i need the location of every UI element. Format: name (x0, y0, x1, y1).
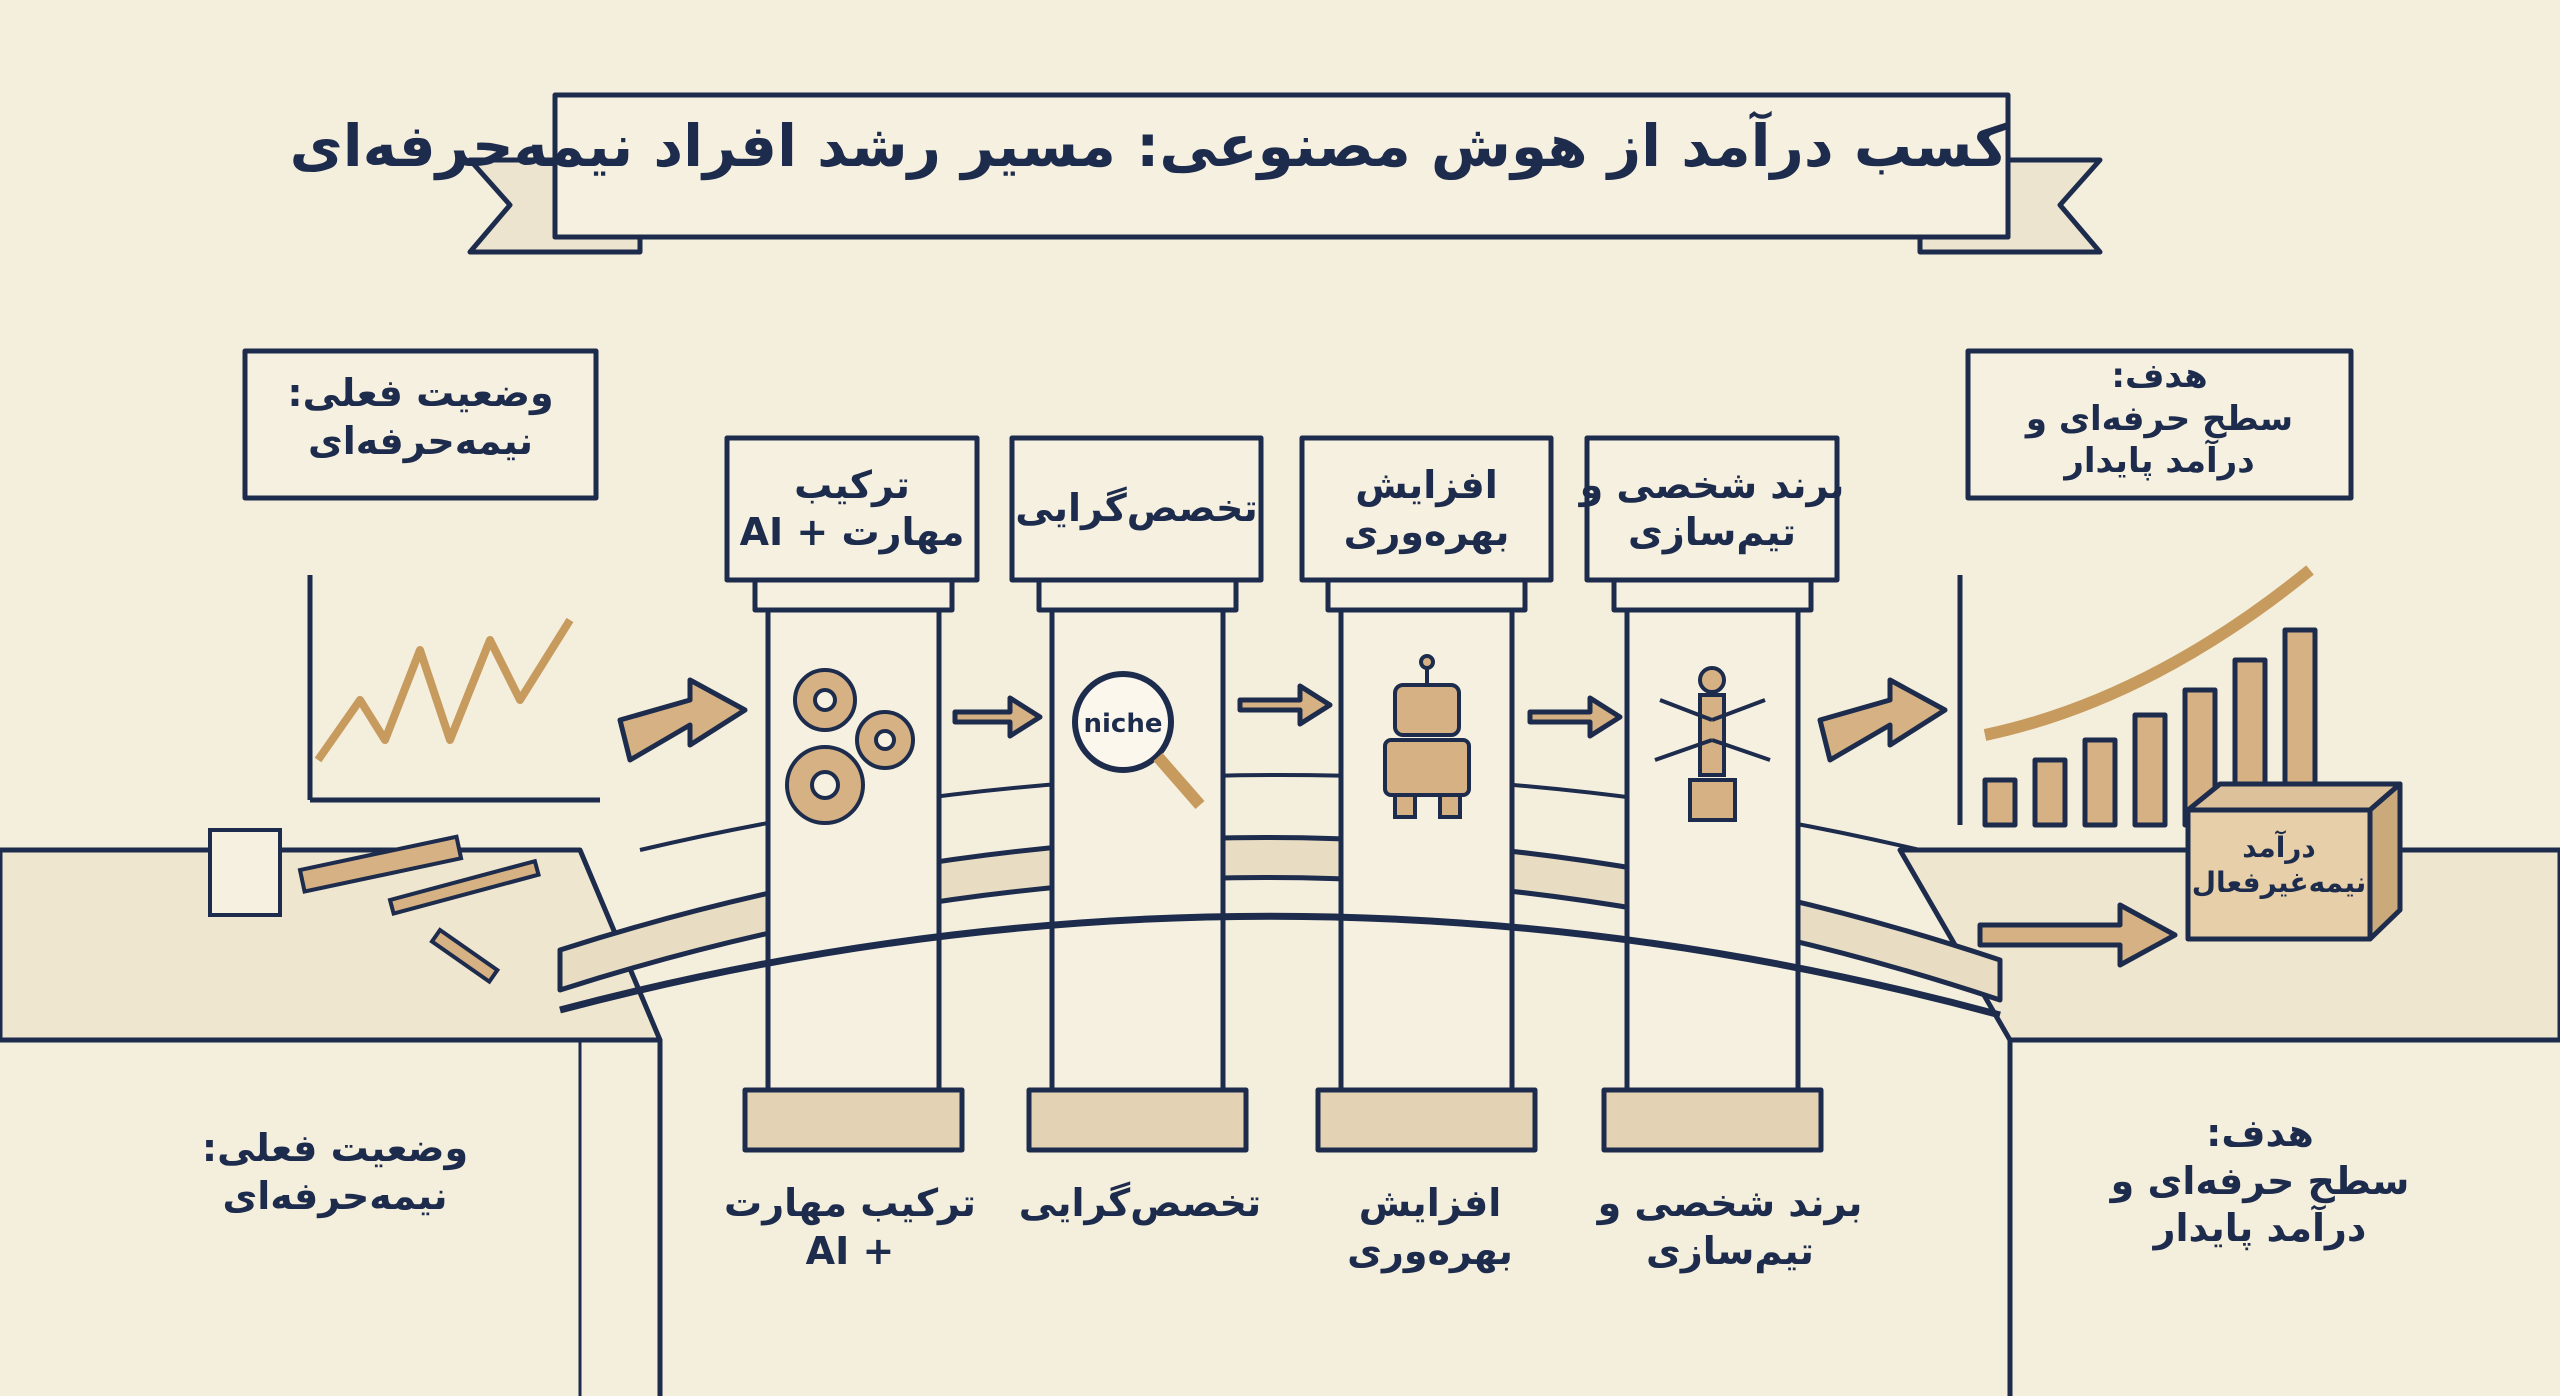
title-banner (467, 92, 2103, 255)
income-box-line2: نیمه‌غیرفعال (2191, 866, 2367, 899)
income-box-shape (2185, 781, 2403, 942)
person-network-icon (1654, 666, 1771, 822)
income-box-line1: درآمد (2242, 831, 2316, 864)
bridge-front-edge (559, 912, 2001, 1019)
pillar-label-4: برند شخصی و تیم‌سازی (1570, 1180, 1890, 1275)
pillar-label-2-line1: تخصص‌گرایی (1018, 1181, 1262, 1225)
start-box-frame (242, 348, 599, 501)
income-box: درآمد نیمه‌غیرفعال (2188, 830, 2370, 900)
pillar-1 (742, 577, 965, 1153)
tools-icon (208, 828, 541, 985)
pillar-cap-3: افزایش بهره‌وری (1302, 438, 1551, 580)
flow-arrows (617, 677, 2178, 968)
start-box-line2: نیمه‌حرفه‌ای (307, 418, 534, 463)
pillar-cap-1-line2: مهارت + AI (739, 510, 965, 554)
goal-label-line1: هدف: (2206, 1111, 2314, 1155)
pillar-label-1-line1: ترکیب مهارت (724, 1181, 976, 1225)
niche-text: niche (1084, 709, 1163, 739)
goal-box-line1: هدف: (2111, 356, 2208, 396)
pillar-cap-3-line1: افزایش (1355, 462, 1498, 507)
left-table (0, 847, 663, 1396)
magnifier-niche-icon: niche (1072, 671, 1205, 809)
pillar-cap-2: تخصص‌گرایی (1012, 438, 1261, 580)
pillar-label-4-line2: تیم‌سازی (1646, 1228, 1814, 1273)
pillar-label-1-line2: + AI (805, 1228, 895, 1273)
goal-box-line3: درآمد پایدار (2064, 441, 2255, 481)
start-label-line1: وضعیت فعلی: (201, 1126, 469, 1170)
pillar-label-3-line1: افزایش (1358, 1181, 1502, 1225)
pillar-cap-2-line1: تخصص‌گرایی (1015, 486, 1258, 531)
goal-label: هدف: سطح حرفه‌ای و درآمد پایدار (2080, 1110, 2440, 1253)
start-box-line1: وضعیت فعلی: (287, 371, 554, 415)
pillar-label-1: ترکیب مهارت + AI (700, 1180, 1000, 1275)
pillar-cap-4: برند شخصی و تیم‌سازی (1580, 438, 1845, 580)
goal-label-line3: درآمد پایدار (2153, 1206, 2367, 1250)
pillar-4 (1601, 577, 1824, 1153)
pillar-label-3-line2: بهره‌وری (1347, 1228, 1513, 1273)
start-box: وضعیت فعلی: نیمه‌حرفه‌ای (245, 370, 596, 465)
pillar-cap-4-line1: برند شخصی و (1579, 462, 1845, 507)
pillar-label-3: افزایش بهره‌وری (1280, 1180, 1580, 1275)
pillars (724, 435, 1840, 1153)
goal-box-line2: سطح حرفه‌ای و (2025, 398, 2294, 439)
pillar-cap-3-line2: بهره‌وری (1343, 510, 1510, 554)
pillar-cap-1-line1: ترکیب (794, 462, 910, 507)
left-line-chart (307, 575, 600, 803)
goal-label-line2: سطح حرفه‌ای و (2110, 1158, 2410, 1203)
start-label-line2: نیمه‌حرفه‌ای (222, 1173, 448, 1218)
goal-box-frame (1965, 348, 2354, 501)
pillar-label-4-line1: برند شخصی و (1597, 1181, 1863, 1225)
goal-box: هدف: سطح حرفه‌ای و درآمد پایدار (1968, 355, 2351, 483)
start-label: وضعیت فعلی: نیمه‌حرفه‌ای (160, 1125, 510, 1220)
page-title: کسب درآمد از هوش مصنوعی: مسیر رشد افراد … (289, 112, 2008, 180)
pillar-2 (1026, 577, 1249, 1153)
pillar-cap-4-line2: تیم‌سازی (1628, 510, 1796, 554)
gears-icon (785, 668, 915, 825)
pillar-label-2: تخصص‌گرایی (990, 1180, 1290, 1228)
robot-icon (1383, 654, 1471, 819)
pillar-cap-1: ترکیب مهارت + AI (727, 438, 977, 580)
